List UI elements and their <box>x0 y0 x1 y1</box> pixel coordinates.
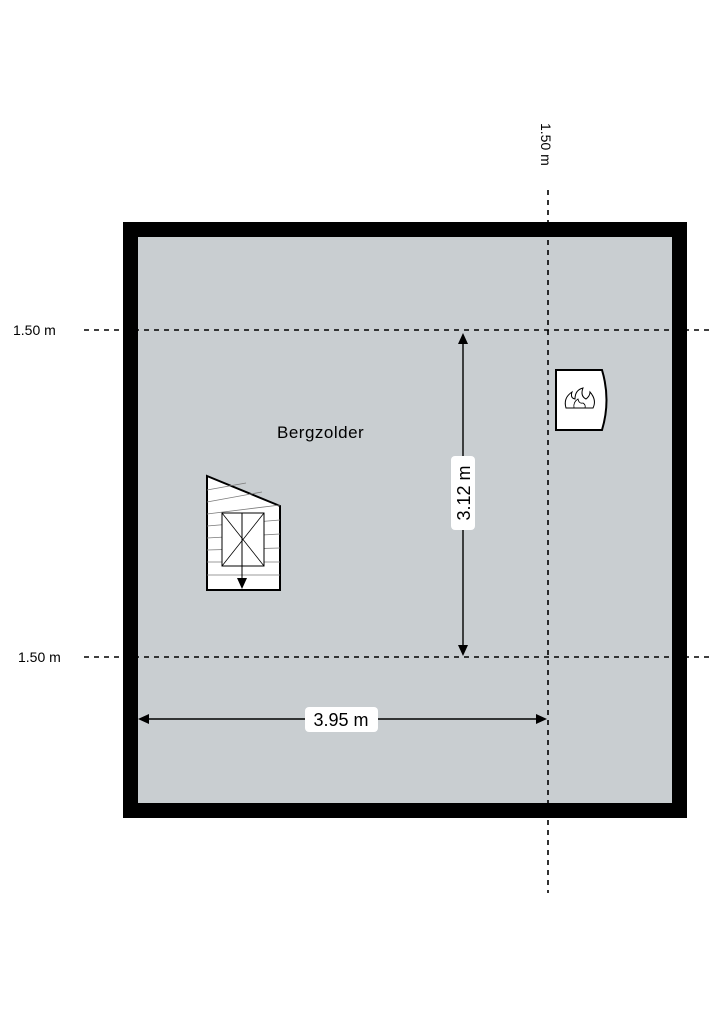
room-name: Bergzolder <box>277 423 364 442</box>
height-label-top: 1.50 m <box>13 322 56 338</box>
width-dimension: 3.95 m <box>138 707 547 732</box>
depth-dimension: 3.12 m <box>451 333 475 656</box>
depth-label: 3.12 m <box>454 465 474 520</box>
height-label-bottom: 1.50 m <box>18 649 61 665</box>
boiler-flame-icon <box>555 369 608 431</box>
width-label: 3.95 m <box>313 710 368 730</box>
stair-icon <box>206 474 281 591</box>
height-label-vertical: 1.50 m <box>538 123 554 166</box>
